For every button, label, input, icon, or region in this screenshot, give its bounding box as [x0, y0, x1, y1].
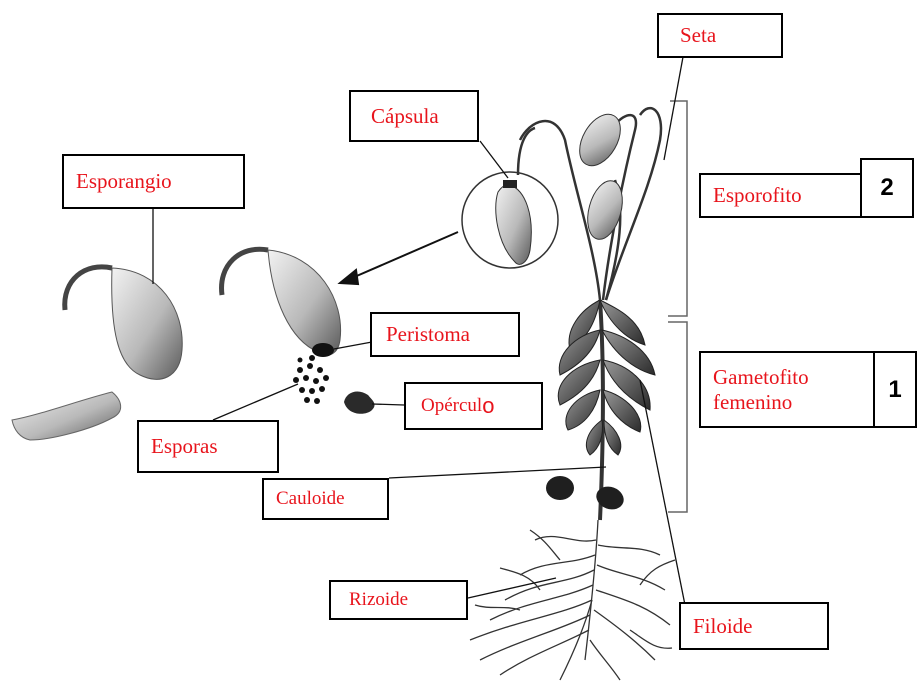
label-peristoma-text: Peristoma	[386, 322, 470, 346]
bracket-gametofito	[668, 322, 687, 512]
operculum-shape	[344, 391, 375, 413]
label-rizoide: Rizoide	[329, 580, 468, 620]
peristome-opening	[312, 343, 334, 357]
sporangium-left	[65, 267, 183, 379]
label-cauloide: Cauloide	[262, 478, 389, 520]
number-esporofito-text: 2	[880, 174, 893, 202]
label-esporangio: Esporangio	[62, 154, 245, 209]
spore-dots	[293, 355, 329, 404]
bracket-esporofito	[668, 101, 687, 316]
label-seta: Seta	[657, 13, 783, 58]
sporangium-right	[222, 249, 341, 357]
label-operculo-end: o	[482, 393, 494, 418]
capsule-zoomed-cap	[503, 180, 517, 188]
leafy-gametophyte	[558, 300, 655, 455]
label-rizoide-text: Rizoide	[349, 589, 408, 611]
label-esporofito-text: Esporofito	[713, 183, 802, 207]
number-esporofito: 2	[860, 158, 914, 218]
label-esporas-text: Esporas	[151, 434, 218, 458]
number-gametofito: 1	[873, 351, 917, 428]
lower-leaves	[546, 476, 627, 513]
zoom-arrow	[340, 232, 458, 284]
label-seta-text: Seta	[680, 23, 716, 47]
label-cauloide-text: Cauloide	[276, 488, 345, 510]
label-filoide-text: Filoide	[693, 614, 753, 638]
label-esporofito: Esporofito	[699, 173, 862, 218]
rhizoid-roots	[470, 520, 675, 680]
label-capsula: Cápsula	[349, 90, 479, 142]
label-operculo-text: Opércul	[421, 395, 482, 417]
label-esporas: Esporas	[137, 420, 279, 473]
label-esporangio-text: Esporangio	[76, 169, 172, 193]
number-gametofito-text: 1	[888, 376, 901, 404]
open-calyptra	[12, 392, 121, 440]
label-peristoma: Peristoma	[370, 312, 520, 357]
label-filoide: Filoide	[679, 602, 829, 650]
stem	[600, 300, 603, 520]
label-gametofito-femenino: Gametofito femenino	[699, 351, 875, 428]
label-gametofito-line2: femenino	[713, 390, 792, 414]
capsule-zoom-stalk	[518, 128, 535, 175]
label-gametofito-line1: Gametofito	[713, 365, 809, 389]
label-capsula-text: Cápsula	[371, 104, 439, 128]
